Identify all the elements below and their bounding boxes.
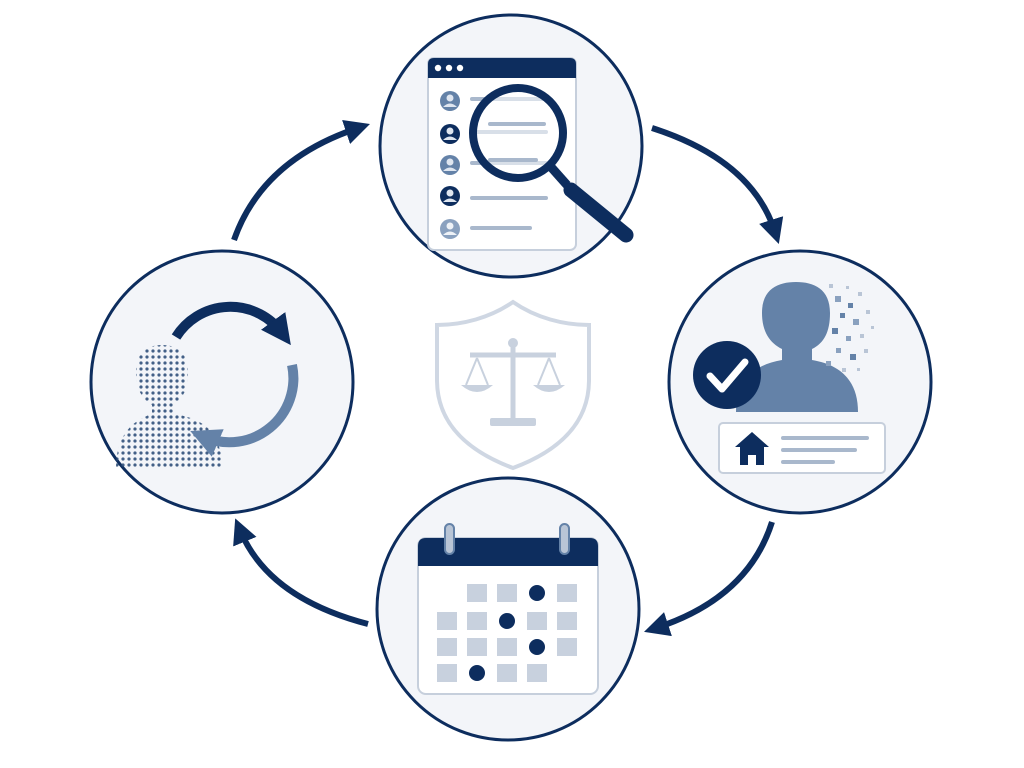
arrow-right-to-bottom <box>644 521 775 637</box>
arrow-bottom-to-left <box>233 518 369 627</box>
shield-scales-icon <box>435 299 591 471</box>
stage-bottom-calendar <box>375 476 641 742</box>
cycle-arrows <box>231 120 784 637</box>
address-card <box>718 422 886 474</box>
stage-right-identity-verification <box>667 249 933 515</box>
stage-left-data-refresh <box>89 249 355 515</box>
record-row <box>440 219 532 239</box>
calendar-marked-days <box>469 585 545 681</box>
arrow-top-to-right <box>651 125 784 245</box>
person-silhouette-icon <box>736 282 858 412</box>
magnifier-icon <box>469 84 634 243</box>
stage-top-record-search <box>378 13 644 279</box>
refresh-icon <box>171 301 299 457</box>
pixel-dissolve-particles <box>826 284 874 372</box>
calendar-icon <box>417 523 599 695</box>
calendar-grid <box>437 584 577 682</box>
home-icon <box>735 432 769 465</box>
arrow-left-to-top <box>231 120 370 241</box>
stage-circle <box>89 249 355 515</box>
record-row <box>440 186 548 206</box>
check-badge-icon <box>693 341 761 409</box>
